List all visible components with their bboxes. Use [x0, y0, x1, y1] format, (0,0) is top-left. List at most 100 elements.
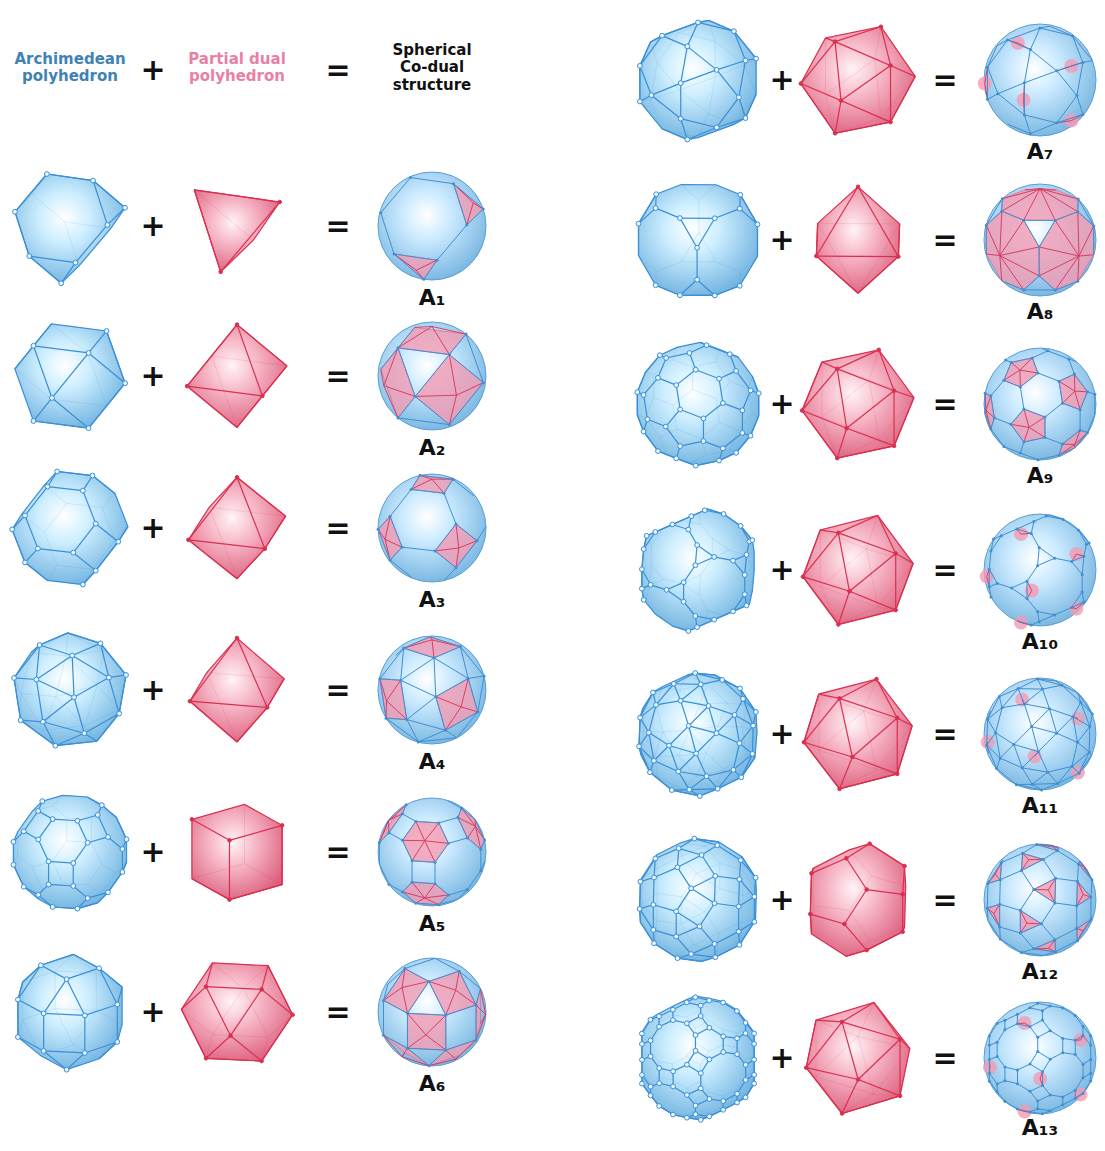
sphere-edge [1072, 602, 1084, 607]
dual-spoke [407, 1013, 425, 1035]
sphere-edge [1039, 276, 1055, 290]
sphere-edge [1014, 744, 1039, 751]
front-edge [38, 549, 73, 553]
front-edge [188, 540, 264, 549]
vertex-dot [734, 369, 739, 374]
front-edge [265, 516, 286, 549]
front-edge [24, 811, 38, 831]
front-edge [77, 821, 87, 843]
vertex-dot [50, 396, 55, 401]
hidden-edge [656, 185, 681, 195]
hidden-edge [181, 1009, 212, 1034]
vertex-dot [235, 323, 239, 327]
front-edge [262, 989, 293, 1014]
sphere-edge [1014, 727, 1032, 745]
dual-spoke [426, 1035, 446, 1050]
sphere-vertex [389, 515, 392, 518]
sphere-vertex [984, 392, 987, 395]
sphere-vertex [1036, 372, 1039, 375]
vertex-dot [681, 599, 686, 604]
vertex-dot [115, 1040, 120, 1045]
dual-spoke [387, 680, 401, 701]
hidden-edge [681, 261, 716, 262]
front-edge [738, 879, 740, 906]
dual-spoke [1000, 247, 1039, 256]
front-edge [89, 353, 126, 383]
sphere-edge [1077, 742, 1089, 752]
hidden-edge [698, 200, 699, 232]
sphere-edge [411, 489, 444, 493]
vertex-dot [695, 625, 700, 630]
sphere-edge [402, 814, 416, 822]
sphere-vertex [1071, 34, 1074, 37]
front-edge [847, 391, 894, 428]
sphere-vertex [401, 890, 404, 893]
sphere-vertex [1002, 379, 1005, 382]
front-edge [681, 70, 717, 83]
sphere-edge [404, 648, 434, 658]
sphere-vertex [396, 416, 399, 419]
dual-spoke [402, 840, 424, 841]
front-edge [181, 1009, 206, 1058]
front-edge [650, 772, 672, 790]
vertex-dot [754, 56, 759, 61]
hidden-edge [244, 804, 245, 863]
sphere-edge [988, 719, 996, 733]
sphere-vertex [988, 585, 991, 588]
vertex-dot [644, 533, 649, 538]
sphere-edge [1077, 726, 1089, 742]
front-edge [718, 777, 742, 788]
front-edge [38, 819, 52, 839]
sphere-edge [436, 697, 446, 731]
vertex-dot [685, 44, 690, 49]
front-edge [838, 533, 849, 591]
hidden-edge [212, 988, 243, 1034]
front-edge [21, 720, 43, 722]
dual-spoke [407, 1035, 425, 1048]
sphere-vertex [411, 881, 414, 884]
spherical-codual-structure [984, 348, 1097, 461]
vertex-dot [721, 512, 726, 517]
dual-patch [980, 569, 994, 583]
sphere-edge [449, 383, 483, 425]
vertex-dot [86, 426, 91, 431]
hidden-edge [67, 503, 102, 507]
hidden-edge [656, 262, 681, 272]
vertex-dot [82, 731, 87, 736]
front-edge [206, 987, 262, 990]
hidden-edge [91, 843, 101, 865]
vertex-dot [715, 786, 720, 791]
sphere-edge [1032, 709, 1050, 727]
sphere-edge [1077, 96, 1083, 115]
hidden-edge [837, 439, 879, 458]
sphere-vertex [1000, 534, 1003, 537]
front-edge [893, 391, 894, 446]
front-edge [13, 842, 14, 865]
sphere-edge [1038, 733, 1056, 751]
front-edge [74, 697, 84, 733]
front-edge [802, 362, 822, 410]
hidden-edge [715, 65, 744, 77]
front-edge [117, 1004, 118, 1042]
hidden-edge [679, 77, 715, 90]
front-edge [267, 679, 284, 708]
vertex-dot [649, 93, 654, 98]
hidden-edge [825, 59, 875, 94]
vertex-dot [187, 538, 191, 542]
hidden-edge [878, 516, 913, 564]
vertex-dot [660, 33, 665, 38]
vertex-dot [37, 643, 42, 648]
hidden-edge [209, 507, 237, 578]
hidden-edge [655, 755, 679, 757]
front-edge [641, 569, 642, 588]
front-edge [88, 837, 108, 843]
sphere-vertex [482, 208, 485, 211]
front-edge [116, 817, 126, 839]
hidden-edge [682, 520, 701, 524]
sphere-edge [1024, 220, 1055, 221]
hidden-edge [707, 450, 730, 455]
hidden-edge [840, 770, 877, 789]
sphere-edge [1038, 612, 1055, 615]
front-edge [816, 255, 898, 257]
vertex-dot [41, 1011, 46, 1016]
